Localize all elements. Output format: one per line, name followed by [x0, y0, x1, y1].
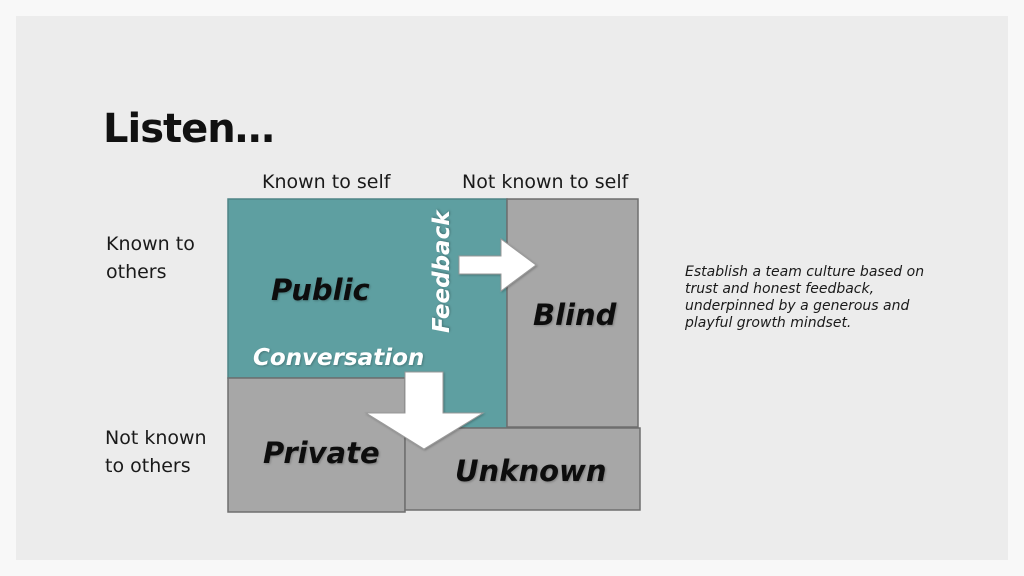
private-label: Private — [263, 436, 380, 470]
column-label-not-known-to-self: Not known to self — [462, 171, 629, 193]
feedback-arrow — [458, 238, 537, 292]
row-label-line: others — [106, 261, 167, 283]
private-quadrant — [227, 377, 406, 513]
column-label-known-to-self: Known to self — [262, 171, 391, 193]
row-label-known-to-others: Known to others — [106, 230, 195, 286]
slide-title: Listen… — [103, 106, 275, 152]
blind-label: Blind — [533, 298, 617, 332]
conversation-arrow — [364, 371, 485, 450]
unknown-label: Unknown — [455, 454, 607, 488]
conversation-label: Conversation — [253, 345, 424, 371]
row-label-not-known-to-others: Not known to others — [105, 424, 207, 480]
row-label-line: Not known — [105, 427, 207, 449]
unknown-quadrant — [404, 427, 641, 511]
feedback-label: Feedback — [429, 209, 455, 333]
public-label: Public — [271, 273, 370, 307]
row-label-line: to others — [105, 455, 191, 477]
row-label-line: Known to — [106, 233, 195, 255]
culture-note: Establish a team culture based on trust … — [685, 264, 925, 331]
blind-quadrant — [506, 198, 639, 428]
